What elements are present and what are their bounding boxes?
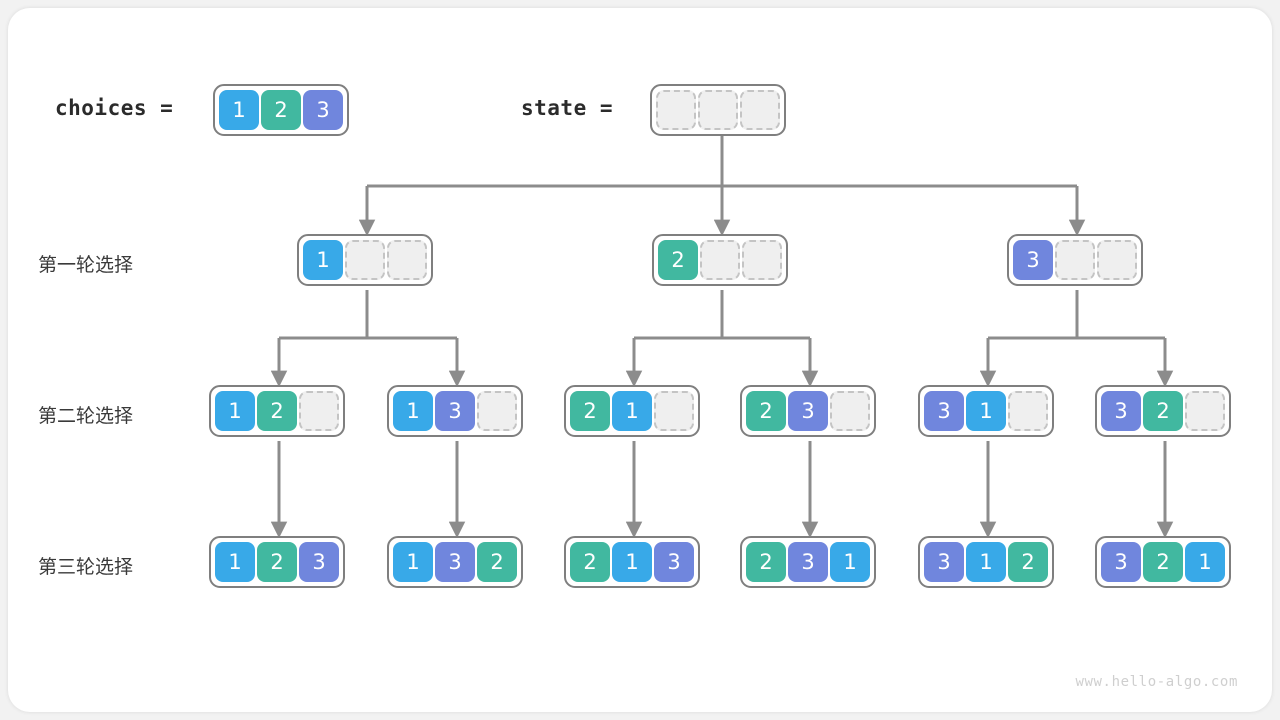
node-231-cell-0: 2 [746,542,786,582]
choices-cell-1: 2 [261,90,301,130]
node-312-cell-0: 3 [924,542,964,582]
node-23-cell-0: 2 [746,391,786,431]
node-123-cell-2: 3 [299,542,339,582]
node-2-cell-1 [700,240,740,280]
state-cell-2 [740,90,780,130]
node-2: 2 [652,234,788,286]
node-23-cell-2 [830,391,870,431]
node-32-cell-2 [1185,391,1225,431]
node-13-cell-1: 3 [435,391,475,431]
node-3-cell-1 [1055,240,1095,280]
node-13-cell-2 [477,391,517,431]
node-32-cell-0: 3 [1101,391,1141,431]
node-1-cell-2 [387,240,427,280]
watermark: www.hello-algo.com [1075,674,1238,690]
node-21-cell-2 [654,391,694,431]
node-12-cell-2 [299,391,339,431]
node-1-cell-0: 1 [303,240,343,280]
state-array [650,84,786,136]
node-2-cell-2 [742,240,782,280]
node-321-cell-0: 3 [1101,542,1141,582]
node-123-cell-0: 1 [215,542,255,582]
choices-cell-0: 1 [219,90,259,130]
node-123-cell-1: 2 [257,542,297,582]
node-31-cell-1: 1 [966,391,1006,431]
node-21-cell-1: 1 [612,391,652,431]
node-213-cell-0: 2 [570,542,610,582]
node-213-cell-2: 3 [654,542,694,582]
node-21-cell-0: 2 [570,391,610,431]
diagram-card [8,8,1272,712]
node-3-cell-0: 3 [1013,240,1053,280]
node-1: 1 [297,234,433,286]
node-23-cell-1: 3 [788,391,828,431]
node-13-cell-0: 1 [393,391,433,431]
row-label-round-2: 第二轮选择 [38,405,134,427]
state-cell-1 [698,90,738,130]
node-31-cell-2 [1008,391,1048,431]
node-31-cell-0: 3 [924,391,964,431]
choices-cell-2: 3 [303,90,343,130]
node-231-cell-2: 1 [830,542,870,582]
node-1-cell-1 [345,240,385,280]
node-3-cell-2 [1097,240,1137,280]
node-132-cell-1: 3 [435,542,475,582]
node-312-cell-1: 1 [966,542,1006,582]
choices-label: choices = [55,96,174,120]
state-cell-0 [656,90,696,130]
node-12-cell-1: 2 [257,391,297,431]
node-3: 3 [1007,234,1143,286]
node-312-cell-2: 2 [1008,542,1048,582]
node-231-cell-1: 3 [788,542,828,582]
row-label-round-1: 第一轮选择 [38,254,134,276]
node-132-cell-2: 2 [477,542,517,582]
node-32-cell-1: 2 [1143,391,1183,431]
node-321-cell-1: 2 [1143,542,1183,582]
node-213-cell-1: 1 [612,542,652,582]
node-12-cell-0: 1 [215,391,255,431]
node-321-cell-2: 1 [1185,542,1225,582]
node-2-cell-0: 2 [658,240,698,280]
row-label-round-3: 第三轮选择 [38,556,134,578]
node-132-cell-0: 1 [393,542,433,582]
state-label: state = [521,96,614,120]
